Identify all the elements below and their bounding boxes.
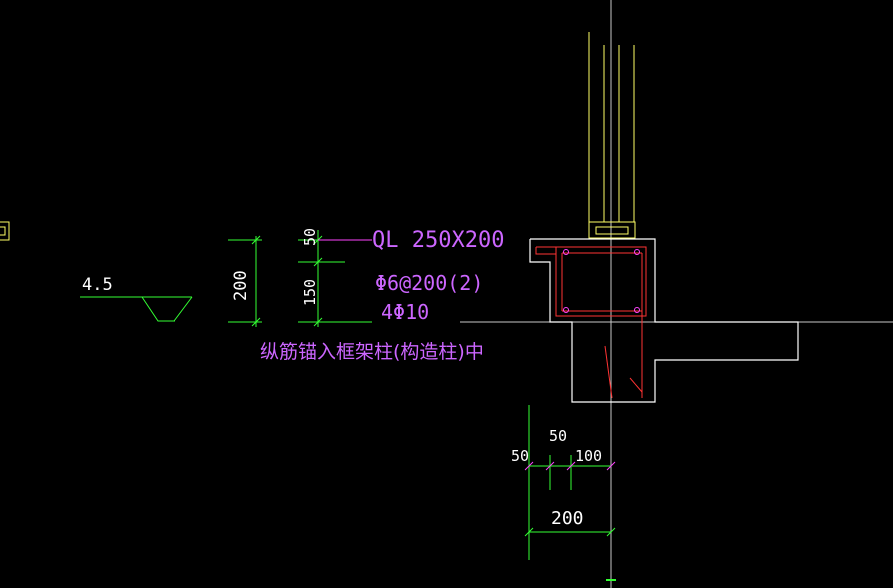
left-dimension-top: 50 <box>301 228 319 246</box>
bottom-dimension-seg3: 100 <box>575 447 602 465</box>
bottom-dimension-ticks <box>524 461 616 471</box>
bottom-dimension-seg2: 50 <box>549 427 567 445</box>
elevation-label: 4.5 <box>82 275 113 295</box>
bottom-dimension-lines <box>524 405 616 560</box>
beam-longitudinal-label: 4Φ10 <box>381 300 429 324</box>
rebar-cage <box>535 246 647 399</box>
rebar-corner-bars <box>563 249 640 313</box>
beam-section-outline <box>529 238 799 403</box>
beam-stirrup-label: Φ6@200(2) <box>375 271 483 295</box>
left-dimension-bottom: 150 <box>301 279 319 306</box>
left-dimension-total: 200 <box>231 270 251 301</box>
beam-note-label: 纵筋锚入框架柱(构造柱)中 <box>260 341 484 363</box>
partial-symbol-left-edge <box>0 221 10 241</box>
bottom-dimension-total: 200 <box>551 508 584 529</box>
beam-name-label: QL 250X200 <box>372 228 504 253</box>
elevation-symbol <box>80 296 193 322</box>
left-dimension-lines <box>228 230 372 327</box>
wall-above <box>588 32 636 239</box>
bottom-dimension-seg1: 50 <box>511 447 529 465</box>
